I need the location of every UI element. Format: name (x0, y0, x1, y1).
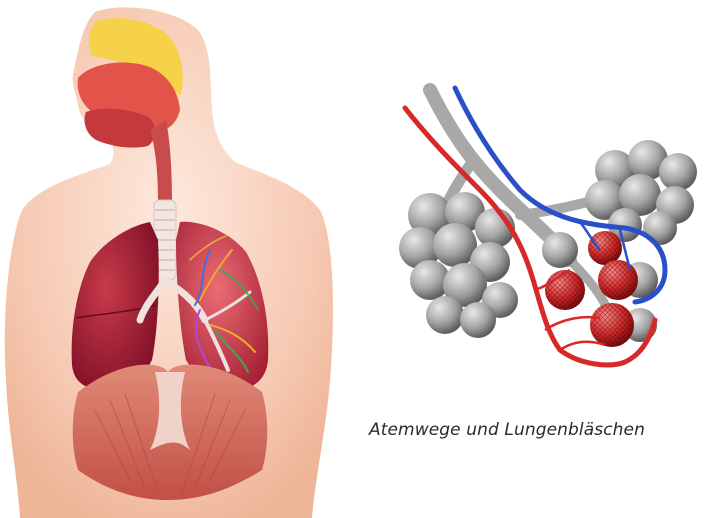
figure-caption: Atemwege und Lungenbläschen (369, 420, 699, 440)
alveoli-cluster-icon (399, 88, 697, 365)
human-torso-icon (5, 7, 333, 518)
alveolar-sac-right (585, 140, 697, 245)
